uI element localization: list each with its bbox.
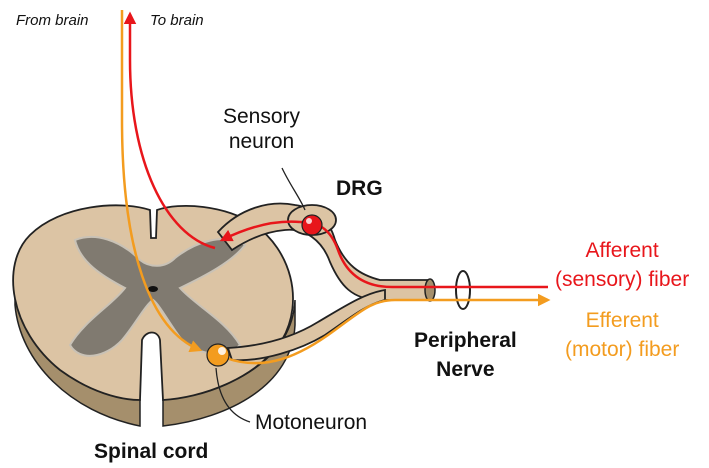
nerve-sheath-ring — [456, 271, 470, 309]
motoneuron-highlight — [218, 347, 226, 355]
to-brain-label: To brain — [150, 12, 204, 29]
nerve-stump — [425, 279, 435, 301]
from-brain-label: From brain — [16, 12, 89, 29]
sensory-neuron-highlight — [306, 218, 312, 224]
motoneuron-label: Motoneuron — [255, 410, 367, 435]
afferent-label: Afferent (sensory) fiber — [555, 236, 689, 294]
drg-label: DRG — [336, 175, 383, 202]
sensory-neuron-cell — [302, 215, 322, 235]
motoneuron-cell — [207, 344, 229, 366]
central-canal — [148, 286, 158, 292]
sensory-neuron-label: Sensory neuron — [223, 104, 300, 154]
peripheral-nerve-label: Peripheral Nerve — [414, 326, 517, 384]
efferent-label: Efferent (motor) fiber — [565, 306, 679, 364]
spinal-cord-label: Spinal cord — [94, 438, 208, 465]
